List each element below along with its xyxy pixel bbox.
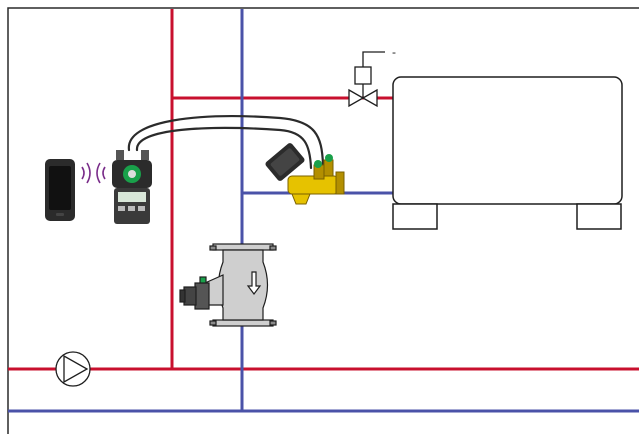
wireless-signal-icon bbox=[81, 162, 106, 184]
balancing-meter-icon[interactable] bbox=[112, 150, 152, 224]
control-valve-icon[interactable] bbox=[348, 51, 385, 108]
flanged-valve-icon[interactable] bbox=[179, 243, 277, 327]
measuring-hoses bbox=[127, 115, 325, 170]
control-signal-mark: - bbox=[392, 45, 396, 59]
balancing-valve-icon[interactable] bbox=[264, 142, 345, 205]
heat-exchanger-unit-icon bbox=[392, 76, 623, 230]
pump-icon[interactable] bbox=[55, 351, 91, 387]
smartphone-icon[interactable] bbox=[45, 159, 75, 221]
